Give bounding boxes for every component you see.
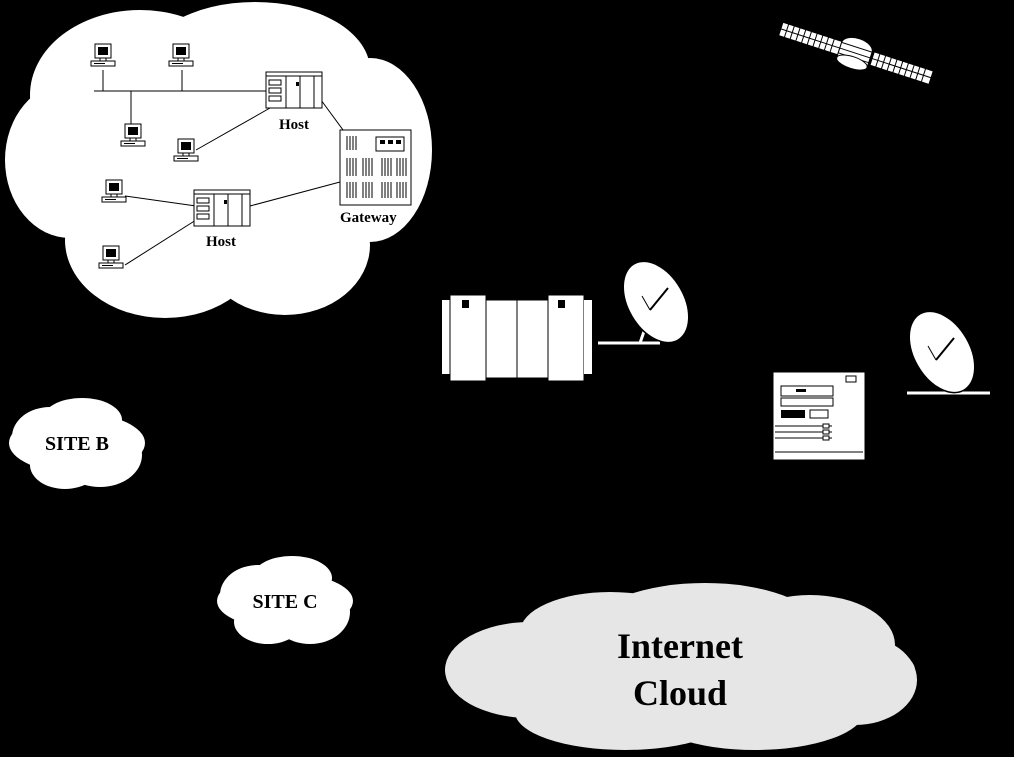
- site-c-label: SITE C: [252, 591, 317, 613]
- site-b-cloud: [9, 398, 145, 489]
- workstation-icon: [101, 179, 127, 203]
- satellite-dish-icon: [598, 248, 704, 356]
- workstation-icon: [120, 123, 146, 147]
- satellite-icon: [778, 21, 934, 86]
- site-c-cloud: [217, 556, 353, 644]
- network-links: [94, 70, 347, 266]
- gateway-label: Gateway: [340, 210, 397, 226]
- workstation-icon: [173, 138, 199, 162]
- workstation-icon: [98, 245, 124, 269]
- workstation-icon: [90, 43, 116, 67]
- internet-cloud: [445, 583, 917, 750]
- remote-server-icon: [772, 371, 866, 461]
- internet-cloud-label-line1: Internet: [617, 626, 743, 666]
- gateway-icon: [339, 129, 412, 206]
- site-b-label: SITE B: [45, 433, 109, 455]
- mainframe-icon: [442, 294, 592, 382]
- workstation-icon: [168, 43, 194, 67]
- host-label-top: Host: [279, 117, 309, 133]
- internet-cloud-label-line2: Cloud: [633, 673, 727, 713]
- host-server-icon: [193, 189, 251, 227]
- satellite-dish-icon: [894, 298, 990, 406]
- host-label-bottom: Host: [206, 234, 236, 250]
- host-server-icon: [265, 71, 323, 109]
